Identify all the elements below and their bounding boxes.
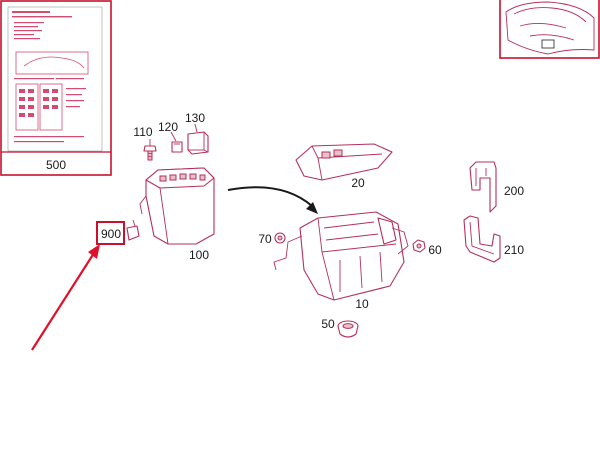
fuse-box-100 [139, 167, 215, 245]
callout-60: 60 [428, 243, 442, 257]
bracket-200 [469, 161, 497, 213]
fuse-120 [170, 131, 183, 153]
highlight-box [96, 221, 125, 245]
vehicle-location-frame [499, 0, 600, 59]
cover-20 [295, 143, 393, 181]
callout-900: 900 [101, 227, 121, 241]
connector-900 [126, 219, 140, 241]
callout-500: 500 [46, 158, 66, 172]
callout-10: 10 [355, 297, 369, 311]
callout-210: 210 [504, 243, 524, 257]
document-thumbnail-icon [12, 11, 89, 143]
bracket-210 [463, 215, 501, 263]
callout-70: 70 [258, 232, 272, 246]
callout-110: 110 [133, 125, 152, 139]
callout-20: 20 [351, 176, 365, 190]
callout-120: 120 [158, 120, 178, 134]
car-icon [505, 1, 595, 55]
callout-100: 100 [189, 248, 209, 262]
plug-50 [337, 320, 359, 338]
callout-200: 200 [504, 184, 524, 198]
relay-130 [187, 123, 209, 155]
pointer-arrow [31, 244, 100, 351]
housing-10 [273, 211, 409, 301]
callout-50: 50 [321, 317, 335, 331]
nut-60 [412, 239, 426, 253]
grommet-70 [274, 232, 286, 244]
screw-110 [143, 139, 157, 161]
reference-document-frame[interactable]: 500 [0, 0, 112, 176]
assembly-arrow [227, 186, 318, 214]
callout-130: 130 [185, 111, 205, 125]
